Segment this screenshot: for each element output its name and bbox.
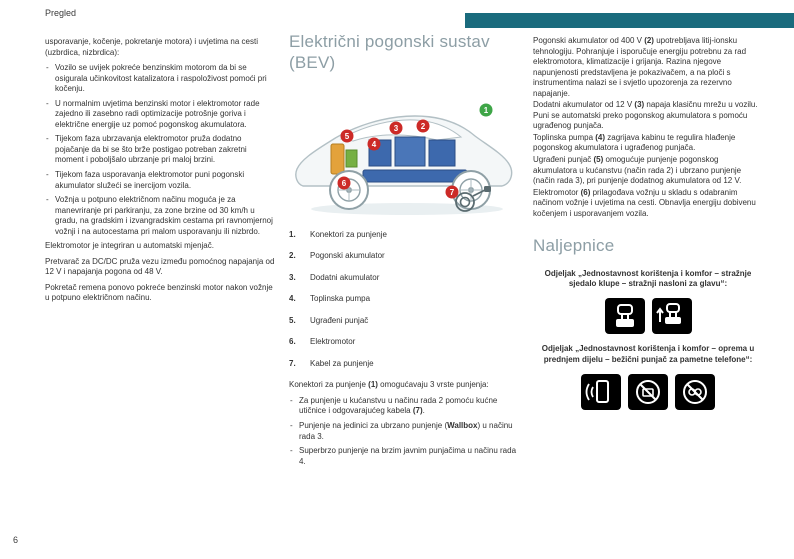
marker-5: 5 bbox=[340, 129, 354, 142]
bullet-item: Vožnja u potpuno električnom načinu mogu… bbox=[45, 195, 275, 237]
svg-text:7: 7 bbox=[450, 188, 455, 197]
marker-6: 6 bbox=[337, 176, 351, 189]
sticker-label-wireless-charger: Odjeljak „Jednostavnost korištenja i kom… bbox=[541, 344, 755, 364]
legend-item: 2. Pogonski akumulator bbox=[289, 251, 523, 262]
svg-text:2: 2 bbox=[421, 122, 426, 131]
legend-label: Kabel za punjenje bbox=[310, 358, 374, 368]
charging-intro: Konektori za punjenje (1) omogućavaju 3 … bbox=[289, 380, 489, 390]
legend-label: Konektori za punjenje bbox=[310, 229, 387, 239]
legend-number: 6. bbox=[289, 337, 296, 347]
legend-item: 1. Konektori za punjenje bbox=[289, 230, 523, 241]
paragraph: Pokretač remena ponovo pokreće benzinski… bbox=[45, 282, 273, 303]
no-cards-pictogram-icon bbox=[628, 373, 668, 410]
paragraph: Elektromotor je integriran u automatski … bbox=[45, 241, 214, 251]
legend-item: 5. Ugrađeni punjač bbox=[289, 316, 523, 327]
battery-module bbox=[428, 139, 456, 166]
legend-label: Ugrađeni punjač bbox=[310, 315, 369, 325]
headrest-adjust-pictogram-icon bbox=[651, 298, 692, 335]
bullet-item: Za punjenje u kućanstvu u načinu rada 2 … bbox=[289, 396, 523, 417]
paragraph: Pogonski akumulator od 400 V (2) upotreb… bbox=[533, 36, 747, 98]
legend-item: 4. Toplinska pumpa bbox=[289, 294, 523, 305]
paragraph: Ugrađeni punjač (5) omogućuje punjenje p… bbox=[533, 155, 742, 186]
legend-item: 7. Kabel za punjenje bbox=[289, 359, 523, 370]
legend-label: Toplinska pumpa bbox=[310, 294, 371, 304]
column-right: Pogonski akumulator od 400 V (2) upotreb… bbox=[533, 36, 763, 416]
column-left: usporavanje, kočenje, pokretanje motora)… bbox=[45, 37, 275, 309]
legend-number: 2. bbox=[289, 251, 296, 261]
legend-number: 7. bbox=[289, 358, 296, 368]
car-diagram: 1 2 3 4 5 bbox=[289, 82, 521, 224]
sticker-icons-headrests bbox=[533, 298, 763, 335]
phone-charging-pictogram-icon bbox=[581, 373, 621, 410]
svg-text:4: 4 bbox=[372, 140, 377, 149]
battery-module bbox=[394, 136, 426, 166]
sticker-icons-wireless-charger bbox=[533, 373, 763, 410]
legend-item: 6. Elektromotor bbox=[289, 337, 523, 348]
legend-item: 3. Dodatni akumulator bbox=[289, 273, 523, 284]
traction-battery-floor bbox=[362, 169, 468, 182]
legend-number: 3. bbox=[289, 272, 296, 282]
electric-motor-block bbox=[330, 143, 345, 174]
bullet-item: Vozilo se uvijek pokreće benzinskim moto… bbox=[45, 63, 275, 95]
heat-pump-block bbox=[345, 149, 358, 167]
page-number: 6 bbox=[13, 535, 19, 545]
rear-wheel bbox=[329, 169, 369, 210]
svg-text:1: 1 bbox=[484, 106, 489, 115]
accent-bar bbox=[465, 13, 794, 28]
section-title-bev: Električni pogonski sustav (BEV) bbox=[289, 32, 490, 73]
paragraph: Dodatni akumulator od 12 V (3) napaja kl… bbox=[533, 100, 758, 131]
legend-number: 1. bbox=[289, 229, 296, 239]
marker-4: 4 bbox=[367, 137, 381, 150]
marker-7: 7 bbox=[445, 185, 459, 198]
car-illustration: 1 2 3 4 5 bbox=[295, 103, 513, 215]
bullet-item: Tijekom faza ubrzavanja elektromotor pru… bbox=[45, 134, 275, 166]
svg-text:5: 5 bbox=[345, 132, 350, 141]
page-header: Pregled bbox=[45, 8, 77, 18]
paragraph: Elektromotor (6) prilagođava vožnju u sk… bbox=[533, 187, 756, 218]
bullet-item: Superbrzo punjenje na brzim javnim punja… bbox=[289, 446, 523, 467]
no-metal-objects-pictogram-icon bbox=[675, 373, 715, 410]
marker-2: 2 bbox=[416, 119, 430, 132]
svg-text:3: 3 bbox=[394, 124, 399, 133]
bullet-item: U normalnim uvjetima benzinski motor i e… bbox=[45, 99, 275, 131]
intro-paragraph: usporavanje, kočenje, pokretanje motora)… bbox=[45, 37, 258, 57]
section-title-stickers: Naljepnice bbox=[533, 236, 615, 256]
sticker-label-headrests: Odjeljak „Jednostavnost korištenja i kom… bbox=[544, 268, 752, 289]
bullet-item: Tijekom faza usporavanja elektromotor pu… bbox=[45, 170, 275, 191]
legend-label: Pogonski akumulator bbox=[310, 251, 385, 261]
column-middle: Električni pogonski sustav (BEV) bbox=[289, 31, 523, 471]
marker-1: 1 bbox=[479, 103, 493, 116]
paragraph: Toplinska pumpa (4) zagrijava kabinu te … bbox=[533, 132, 736, 153]
legend-number: 4. bbox=[289, 294, 296, 304]
bullet-item: Punjenje na jedinici za ubrzano punjenje… bbox=[289, 421, 523, 442]
charging-cable bbox=[455, 185, 491, 212]
legend-label: Dodatni akumulator bbox=[310, 272, 380, 282]
component-legend: 1. Konektori za punjenje 2. Pogonski akumu… bbox=[289, 230, 523, 370]
marker-3: 3 bbox=[389, 121, 403, 134]
legend-number: 5. bbox=[289, 315, 296, 325]
svg-text:6: 6 bbox=[342, 179, 347, 188]
headrest-pictogram-icon bbox=[604, 298, 645, 335]
paragraph: Pretvarač za DC/DC pruža vezu između pom… bbox=[45, 256, 275, 277]
legend-label: Elektromotor bbox=[310, 337, 356, 347]
